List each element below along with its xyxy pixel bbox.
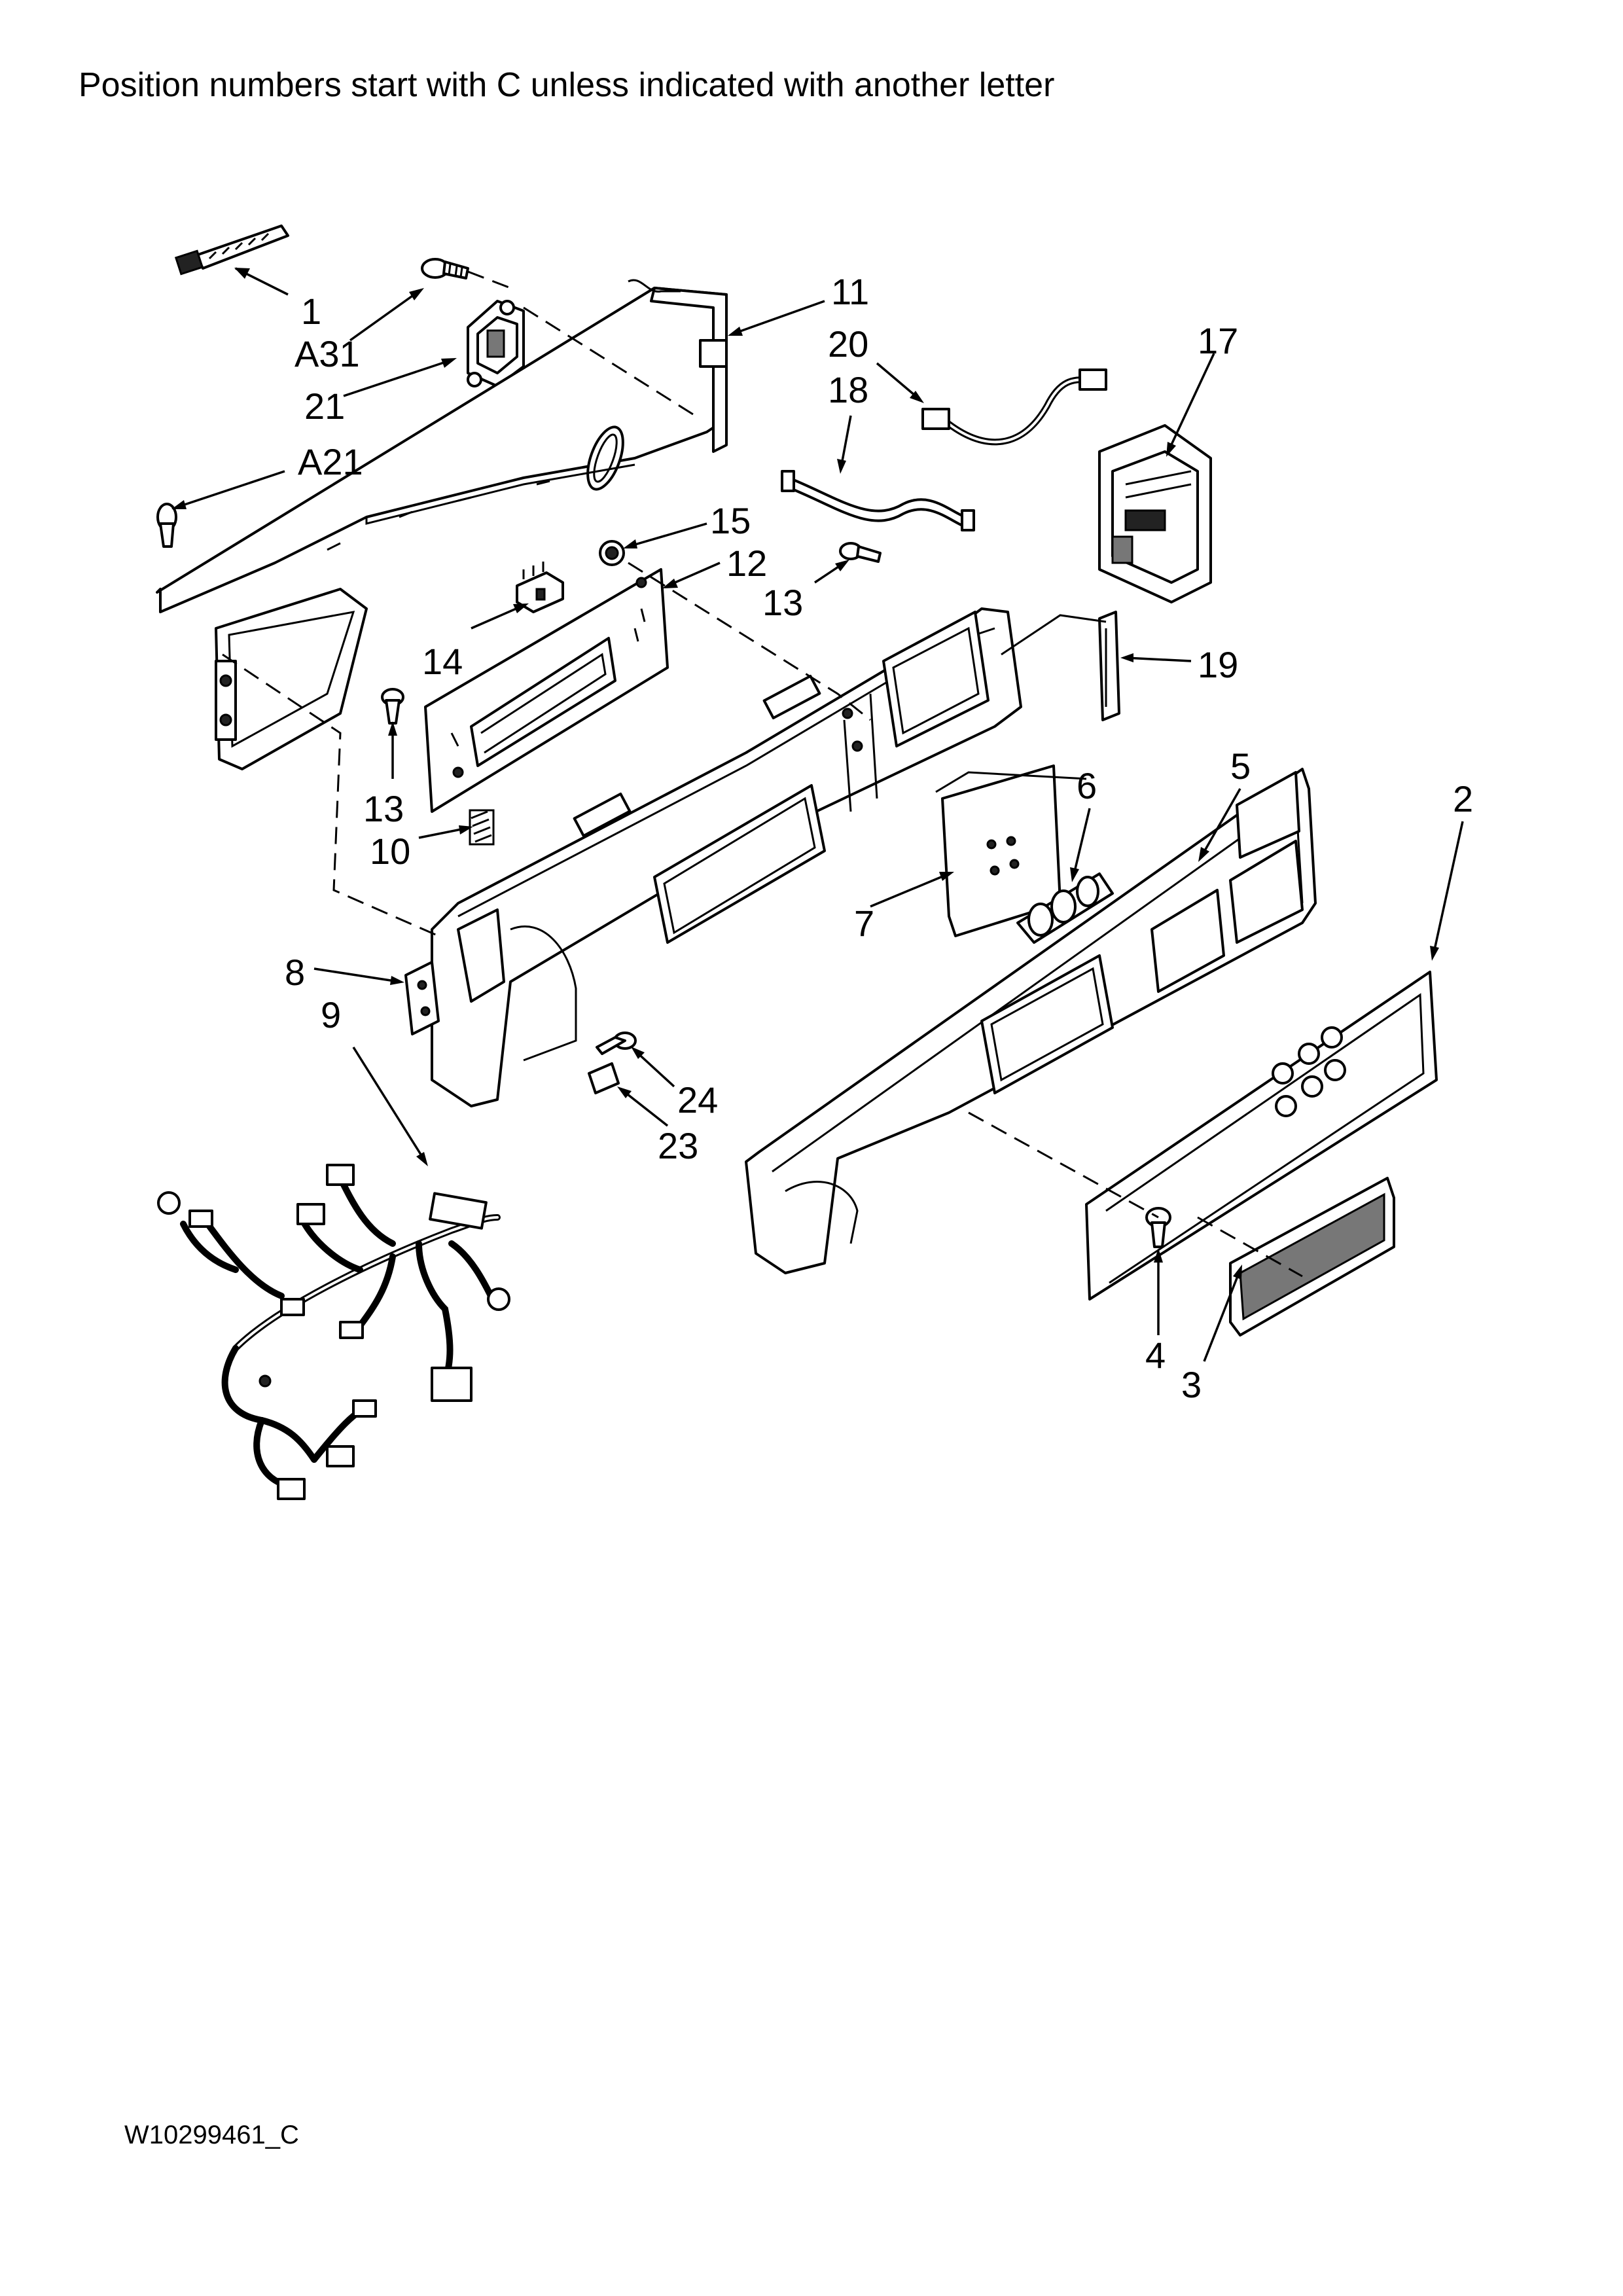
callout-7: 7 xyxy=(854,903,874,944)
dash-line-board xyxy=(628,562,871,721)
part-14-connector xyxy=(516,562,564,613)
leader-lines xyxy=(171,267,1464,1362)
callout-5: 5 xyxy=(1230,745,1251,787)
callout-19: 19 xyxy=(1198,644,1238,685)
callout-21: 21 xyxy=(304,386,345,427)
callout-a21: A21 xyxy=(298,441,363,482)
callout-12: 12 xyxy=(726,543,767,584)
callout-4: 4 xyxy=(1145,1335,1166,1376)
part-2-overlay xyxy=(1085,971,1438,1300)
part-7-plate xyxy=(941,764,1061,937)
part-console-housing xyxy=(431,607,1022,1107)
part-10-spring xyxy=(469,809,495,846)
callout-11: 11 xyxy=(831,271,869,312)
dash-line-frame xyxy=(222,653,439,937)
part-11-bracket xyxy=(156,279,728,770)
callout-labels: 1 A31 21 A21 11 20 18 17 15 12 13 14 19 … xyxy=(285,271,1473,1405)
callout-15: 15 xyxy=(710,500,751,541)
callout-13-lower: 13 xyxy=(363,788,404,829)
part-18-ribbon xyxy=(781,470,975,531)
callout-6: 6 xyxy=(1077,765,1097,806)
part-21-filter xyxy=(467,300,525,387)
callout-a31: A31 xyxy=(294,333,360,374)
dash-line-screw4 xyxy=(968,1111,1159,1219)
part-6-knob-board xyxy=(1016,872,1114,944)
callout-14: 14 xyxy=(422,641,463,682)
callout-10: 10 xyxy=(370,831,410,872)
part-9-main-harness xyxy=(157,1164,510,1500)
part-23-clip xyxy=(588,1062,620,1094)
callout-3: 3 xyxy=(1181,1364,1202,1405)
part-12-control-board xyxy=(424,568,669,813)
callout-13-upper: 13 xyxy=(762,582,803,623)
part-17-module xyxy=(1098,424,1212,603)
part-screw-a31 xyxy=(421,258,469,279)
part-3-lens xyxy=(1229,1177,1395,1336)
part-13-screw-upper xyxy=(839,542,882,563)
part-13-screw-lower xyxy=(381,688,404,725)
callout-9: 9 xyxy=(321,994,341,1035)
part-5-console-panel xyxy=(745,768,1317,1274)
part-4-screw xyxy=(1145,1207,1171,1248)
part-screw-a21 xyxy=(156,503,177,548)
part-19-strip xyxy=(1098,611,1120,721)
part-20-wire xyxy=(921,368,1107,446)
position-note: Position numbers start with C unless ind… xyxy=(79,66,1055,104)
callout-8: 8 xyxy=(285,952,305,993)
dash-line-a31 xyxy=(467,270,701,420)
callout-18: 18 xyxy=(828,369,868,410)
dash-line-lens xyxy=(1197,1216,1303,1278)
document-id: W10299461_C xyxy=(124,2121,299,2149)
callout-20: 20 xyxy=(828,323,868,365)
part-cable-tie xyxy=(174,224,289,276)
callout-23: 23 xyxy=(658,1125,698,1166)
callout-2: 2 xyxy=(1453,778,1473,819)
callout-17: 17 xyxy=(1198,320,1238,361)
part-24-screw xyxy=(596,1031,637,1055)
line-19 xyxy=(935,614,1107,793)
part-8-bracket xyxy=(404,961,440,1035)
callout-1: 1 xyxy=(301,291,321,332)
part-15-nut xyxy=(599,540,625,566)
callout-24: 24 xyxy=(677,1079,718,1121)
